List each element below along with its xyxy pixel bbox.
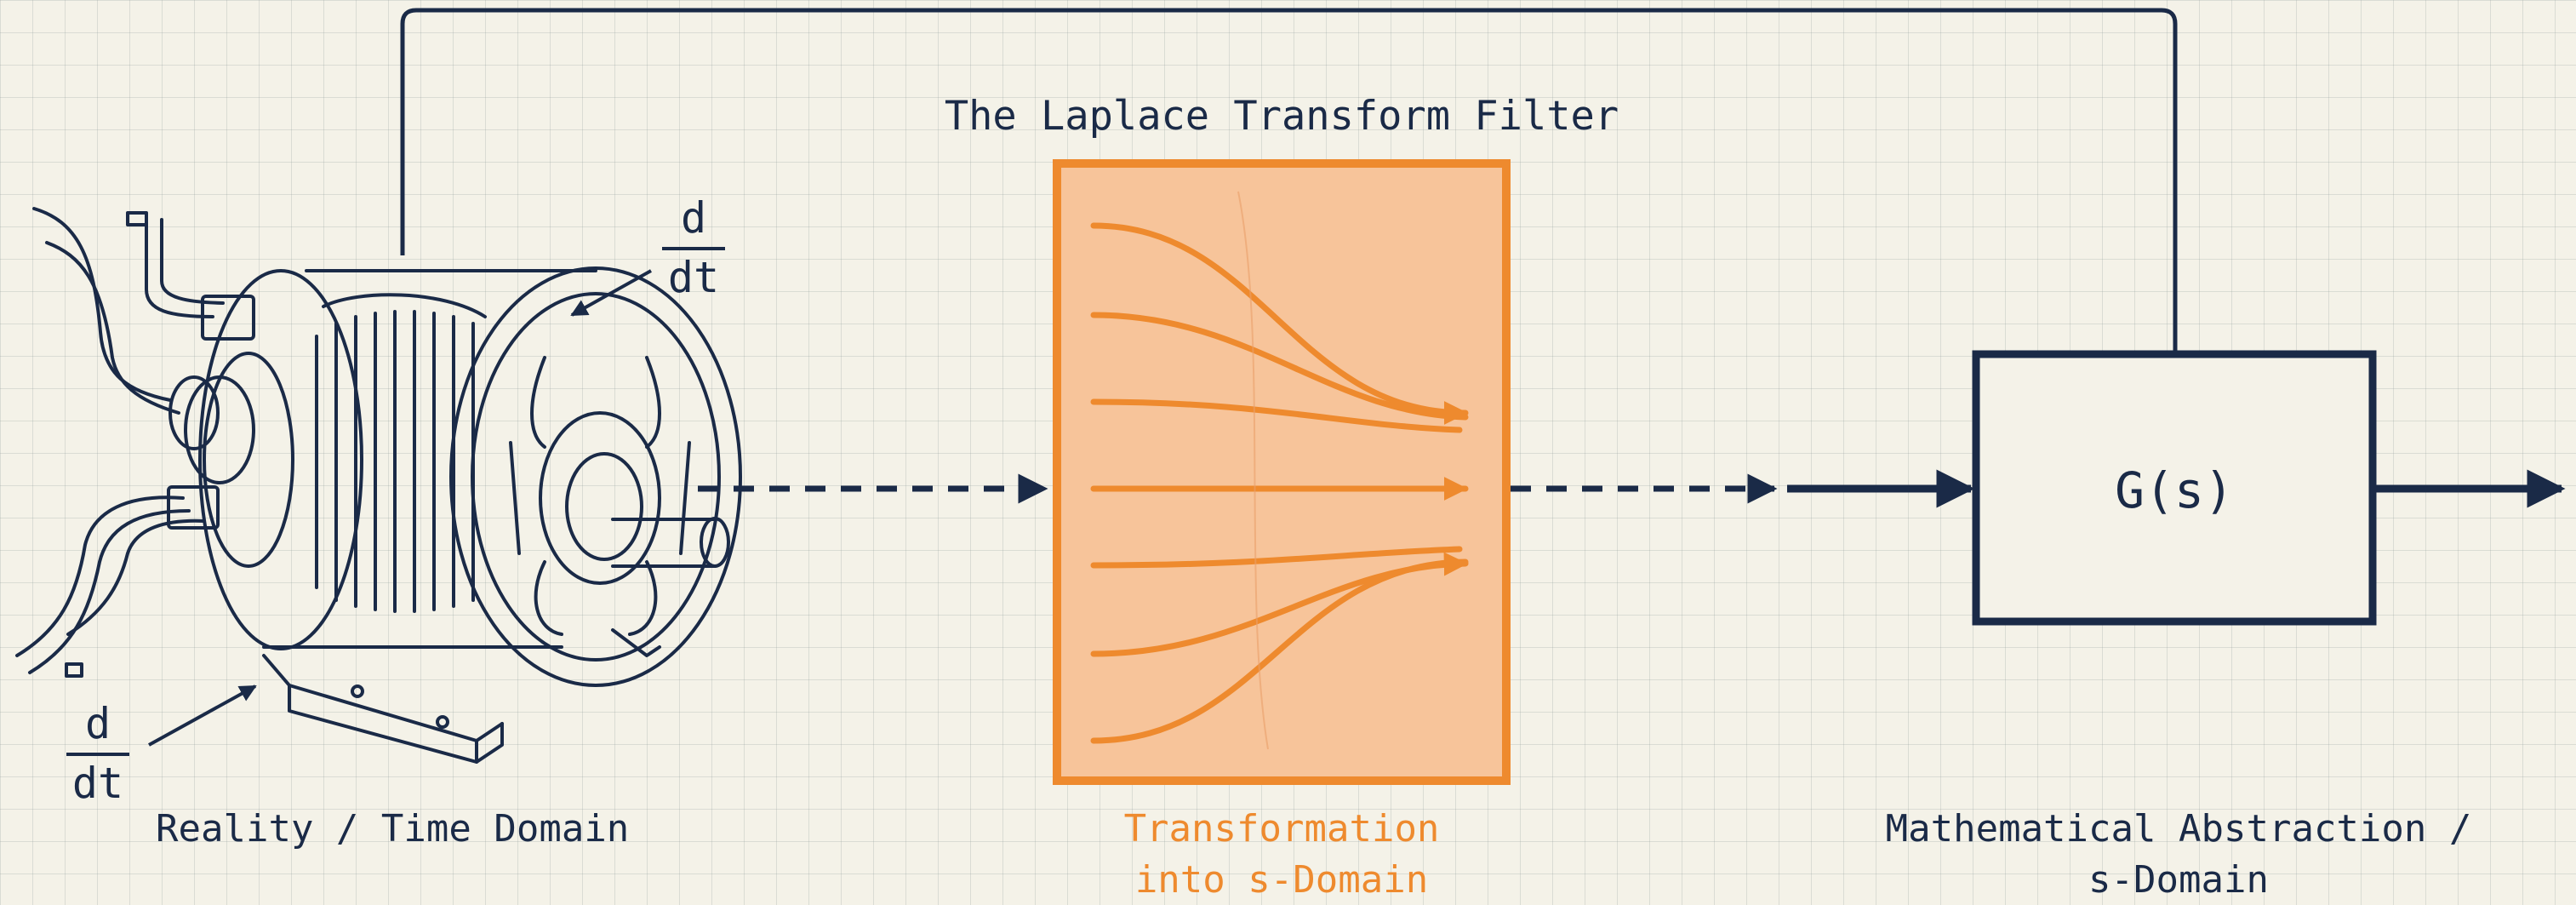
derivative-pointer-bottom [148,684,257,747]
filter-caption-line-2: into s-Domain [1134,858,1429,902]
derivative-top-denominator: dt [667,252,720,302]
filter-flow-curves [1090,222,1469,744]
abstraction-caption-line-2: s-Domain [2088,858,2269,902]
derivative-top-numerator: d [680,193,707,243]
filter-title: The Laplace Transform Filter [944,93,1619,140]
transfer-block-label: G(s) [2115,461,2234,519]
fraction-bar [662,246,725,250]
motor-caption: Reality / Time Domain [156,807,630,851]
laplace-filter-block [1053,159,1511,785]
transfer-function-block [1972,350,2377,626]
derivative-pointer-top [570,269,652,317]
abstraction-caption-line-1: Mathematical Abstraction / [1885,807,2472,851]
electric-motor-illustration [15,207,742,764]
filter-caption-line-1: Transformation [1123,807,1440,851]
derivative-bottom: d dt [66,699,129,808]
derivative-top: d dt [662,193,725,302]
feedback-loop-line [400,8,2178,354]
derivative-bottom-numerator: d [84,699,111,748]
filter-texture-line [1237,191,1269,750]
fraction-bar [66,752,129,756]
derivative-bottom-denominator: dt [71,758,124,808]
